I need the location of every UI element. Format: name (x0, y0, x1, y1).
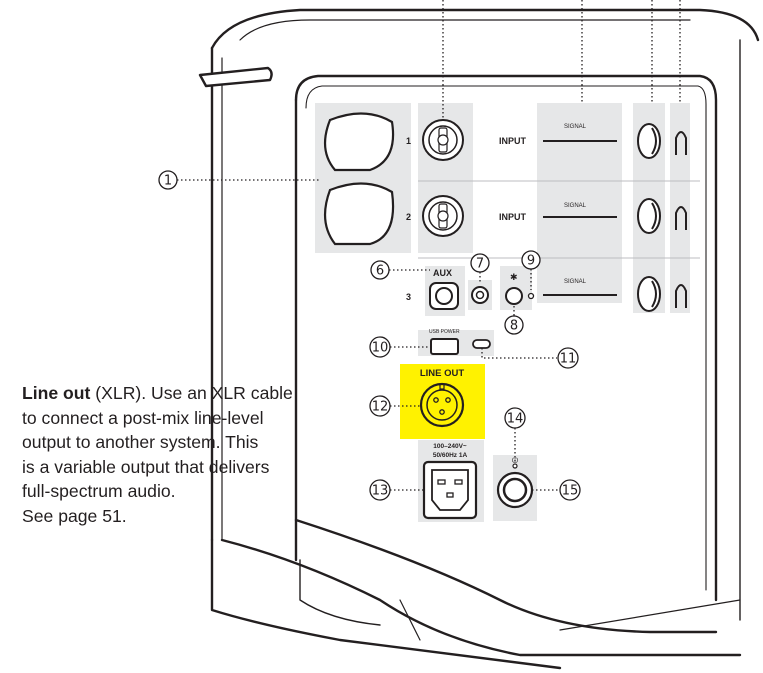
input-label-1: INPUT (499, 136, 527, 146)
description-title-suffix: (XLR). Use an XLR cable (90, 383, 293, 403)
channel-2-number: 2 (406, 212, 411, 222)
svg-text:13: 13 (372, 484, 389, 499)
svg-text:1: 1 (164, 174, 172, 189)
bluetooth-led (527, 292, 535, 300)
power-led (512, 463, 518, 469)
input-label-2: INPUT (499, 212, 527, 222)
speaker-body (198, 8, 760, 670)
aux-mini-jack-outer (471, 286, 489, 304)
description-line-2: to connect a post-mix line-level (22, 407, 264, 428)
bluetooth-symbol: ✱ (510, 272, 518, 282)
svg-text:7: 7 (476, 257, 484, 272)
power-button-inner (502, 477, 528, 503)
handle-cutout-bottom (323, 182, 395, 246)
svg-text:14: 14 (507, 412, 524, 427)
iec-pin-left (437, 479, 446, 485)
description-title: Line out (22, 383, 91, 403)
description-line-3: output to another system. This (22, 432, 259, 453)
description-line-4: is a variable output that delivers (22, 456, 270, 477)
usb-c-port (472, 339, 491, 349)
signal-label-2: SIGNAL (564, 203, 587, 209)
description-line-6: See page 51. (22, 505, 127, 526)
aux-mini-jack-inner (475, 290, 485, 300)
volume-knob-3 (637, 276, 687, 312)
top-callout-lines (442, 0, 681, 120)
callout-6: 6 (370, 260, 390, 280)
svg-text:8: 8 (510, 319, 518, 334)
combo-jack-2 (422, 195, 464, 237)
channel-1-number: 1 (406, 136, 411, 146)
volume-knob-2 (637, 198, 687, 234)
channel-3-number: 3 (406, 292, 411, 302)
callout-8: 8 (504, 315, 524, 335)
combo-jack-1 (422, 119, 464, 161)
handle-cutout-top (323, 112, 395, 172)
svg-text:12: 12 (372, 400, 389, 415)
callout-7: 7 (470, 253, 490, 273)
iec-pin-ground (446, 492, 454, 498)
signal-panel (537, 103, 622, 303)
xlr-line-out-jack (419, 382, 465, 428)
aux-jack (435, 287, 453, 305)
svg-text:9: 9 (527, 254, 535, 269)
usb-power-label: USB POWER (429, 329, 460, 335)
callout-1: 1 (158, 170, 178, 190)
callout-14: 14 (504, 407, 526, 429)
iec-inlet-inner (431, 469, 469, 511)
svg-text:15: 15 (562, 484, 579, 499)
callout-10: 10 (369, 336, 391, 358)
iec-pin-right (454, 479, 463, 485)
svg-text:10: 10 (372, 341, 389, 356)
callout-13: 13 (369, 479, 391, 501)
iec-inlet (422, 460, 478, 520)
line-out-label: LINE OUT (420, 368, 465, 379)
svg-text:11: 11 (560, 352, 577, 367)
svg-text:6: 6 (376, 264, 384, 279)
callout-11: 11 (557, 347, 579, 369)
line-out-description: Line out (XLR). Use an XLR cable to conn… (22, 381, 332, 529)
signal-label-1: SIGNAL (564, 124, 587, 130)
description-line-5: full-spectrum audio. (22, 481, 176, 502)
callout-12: 12 (369, 395, 391, 417)
callout-leaders (177, 179, 559, 491)
description-line-1: Line out (XLR). Use an XLR cable (22, 381, 332, 406)
power-rating-line1: 100–240V~ (433, 443, 467, 450)
power-rating-line2: 50/60Hz 1A (433, 452, 468, 459)
bluetooth-button (505, 287, 523, 305)
callout-9: 9 (521, 250, 541, 270)
callout-15: 15 (559, 479, 581, 501)
aux-label: AUX (433, 268, 452, 278)
usb-a-port (430, 338, 459, 355)
volume-knob-1 (637, 123, 687, 159)
signal-label-3: SIGNAL (564, 279, 587, 285)
